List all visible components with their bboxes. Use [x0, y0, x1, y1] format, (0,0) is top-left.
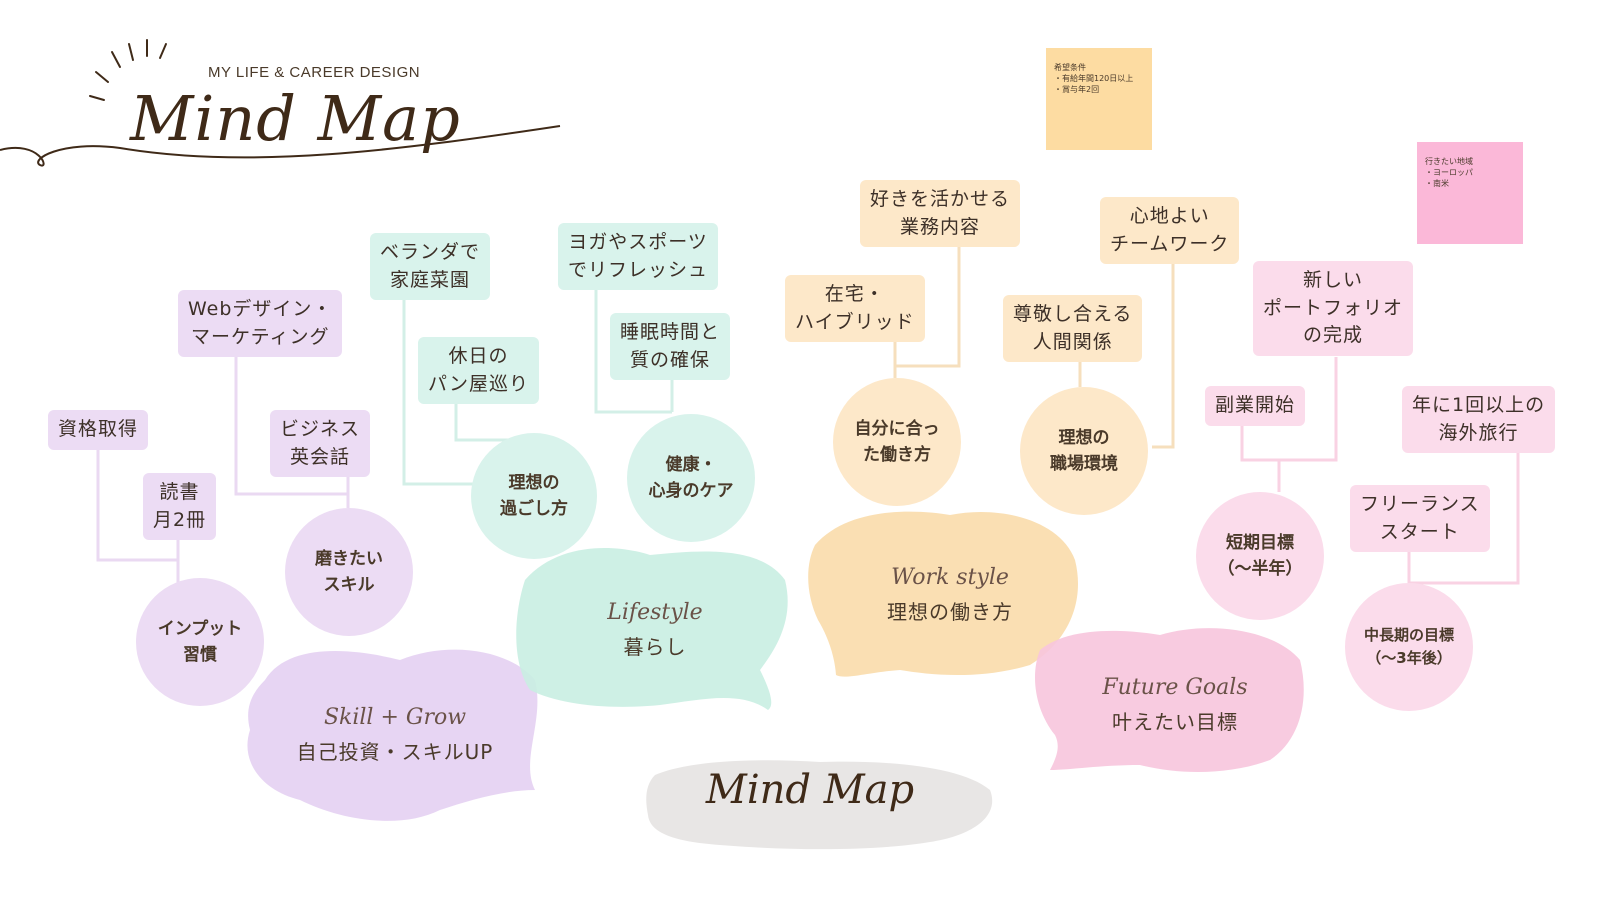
header-subtitle: MY LIFE & CAREER DESIGN [208, 64, 421, 81]
leaf-hybrid[interactable]: 在宅・ ハイブリッド [785, 275, 925, 343]
center-title: Mind Map [705, 767, 915, 813]
leaf-veranda[interactable]: ベランダで 家庭菜園 [370, 233, 491, 301]
category-future-jp: 叶えたい目標 [1112, 710, 1238, 734]
header-title: Mind Map [130, 82, 461, 155]
category-skill-jp: 自己投資・スキルUP [296, 740, 494, 764]
subtopic-work-fit[interactable]: 自分に合っ た働き方 [833, 378, 961, 506]
future-blob-shape [1035, 628, 1304, 772]
line-long-travel [1409, 452, 1520, 585]
leaf-favorite-work[interactable]: 好きを活かせる 業務内容 [860, 180, 1021, 248]
subtopic-skills[interactable]: 磨きたい スキル [285, 508, 413, 636]
leaf-travel[interactable]: 年に1回以上の 海外旅行 [1402, 386, 1556, 454]
line-workplace-teamwork [1152, 256, 1175, 449]
category-lifestyle[interactable]: Lifestyle 暮らし [535, 590, 775, 670]
category-lifestyle-jp: 暮らし [623, 635, 687, 659]
leaf-reading[interactable]: 読書 月2冊 [143, 473, 217, 541]
category-future[interactable]: Future Goals 叶えたい目標 [1050, 665, 1300, 745]
subtopic-workplace[interactable]: 理想の 職場環境 [1020, 387, 1148, 515]
leaf-yoga[interactable]: ヨガやスポーツ でリフレッシュ [558, 223, 719, 291]
work-blob-shape [808, 511, 1078, 677]
subtopic-input[interactable]: インプット 習慣 [136, 578, 264, 706]
leaf-freelance[interactable]: フリーランス スタート [1350, 485, 1490, 553]
center-blob-shape [646, 760, 993, 850]
leaf-teamwork[interactable]: 心地よい チームワーク [1100, 197, 1240, 265]
leaf-certification[interactable]: 資格取得 [48, 410, 149, 450]
leaf-webdesign[interactable]: Webデザイン・ マーケティング [178, 290, 343, 358]
category-skill[interactable]: Skill + Grow 自己投資・スキルUP [270, 695, 520, 775]
sunburst-icon [89, 39, 167, 101]
subtopic-long-term[interactable]: 中長期の目標 （～3年後） [1345, 583, 1473, 711]
skill-blob-shape [247, 649, 538, 821]
line-health-yoga [594, 282, 672, 414]
leaf-sleep[interactable]: 睡眠時間と 質の確保 [610, 313, 731, 381]
leaf-business-english[interactable]: ビジネス 英会話 [270, 410, 371, 478]
category-skill-en: Skill + Grow [323, 705, 467, 730]
subtopic-short-term[interactable]: 短期目標 （～半年） [1196, 492, 1324, 620]
category-lifestyle-en: Lifestyle [607, 600, 703, 625]
lifestyle-blob-shape [516, 547, 788, 710]
leaf-bakery[interactable]: 休日の パン屋巡り [418, 337, 539, 405]
leaf-portfolio[interactable]: 新しい ポートフォリオ の完成 [1253, 261, 1414, 356]
subtopic-ideal-day[interactable]: 理想の 過ごし方 [471, 433, 597, 559]
sticky-note-conditions[interactable]: 希望条件 ・有給年間120日以上 ・賞与年2回 [1046, 48, 1152, 150]
leaf-respect[interactable]: 尊敬し合える 人間関係 [1003, 295, 1143, 363]
line-short-sidejob [1240, 420, 1281, 492]
line-short-portfolio [1279, 357, 1338, 462]
line-workfit-favorite [895, 239, 961, 368]
category-work-en: Work style [891, 565, 1009, 590]
subtopic-health[interactable]: 健康・ 心身のケア [627, 414, 755, 542]
sticky-note-destinations[interactable]: 行きたい地域 ・ヨーロッパ ・南米 [1417, 142, 1523, 244]
leaf-side-job[interactable]: 副業開始 [1205, 386, 1306, 426]
header-swoosh [0, 125, 561, 167]
category-work[interactable]: Work style 理想の働き方 [830, 555, 1070, 635]
category-work-jp: 理想の働き方 [887, 600, 1013, 624]
category-future-en: Future Goals [1102, 675, 1248, 700]
